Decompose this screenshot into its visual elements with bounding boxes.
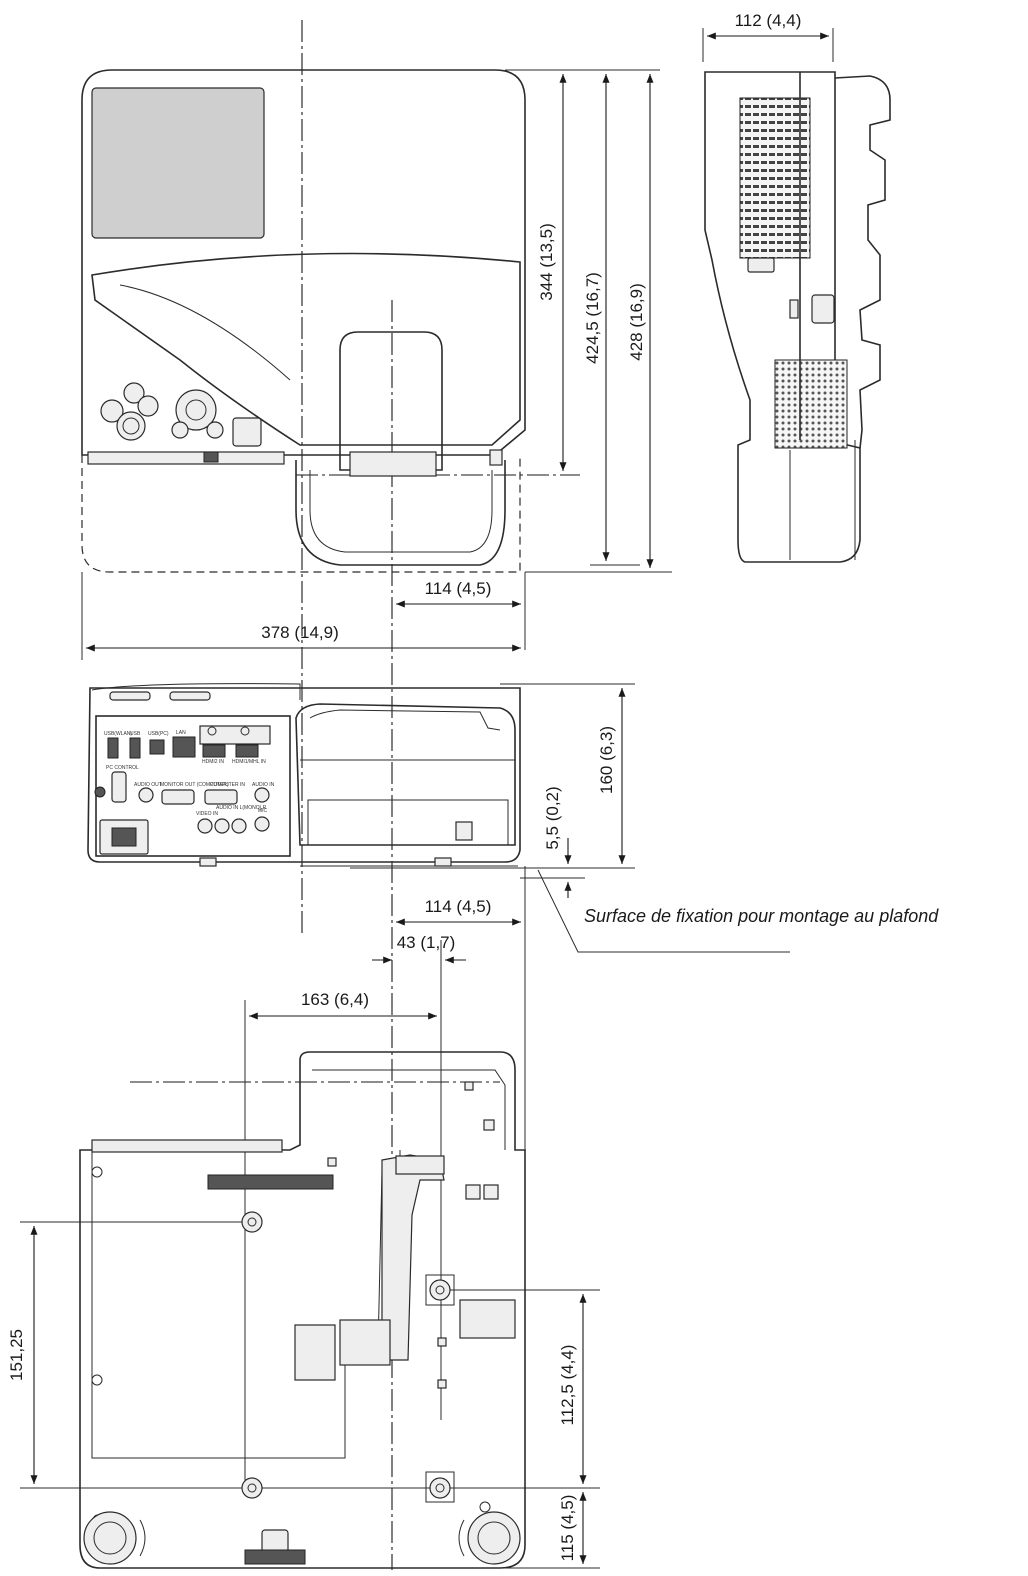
rear-view: USB(WLAN) USB USB(PC) LAN HDMI2 IN HDMI1…	[87, 683, 521, 867]
dim-163: 163 (6,4)	[301, 990, 369, 1009]
dim-160: 160 (6,3)	[597, 726, 616, 794]
dim-114-top: 114 (4,5)	[425, 579, 492, 598]
dim-5-5: 5,5 (0,2)	[543, 786, 562, 849]
label-computer-in: COMPUTER IN	[210, 782, 245, 788]
ceiling-mount-surface-label: Surface de fixation pour montage au plaf…	[584, 906, 939, 926]
dim-378: 378 (14,9)	[261, 623, 339, 642]
dim-151-25: 151,25	[7, 1329, 26, 1381]
bottom-view	[79, 1051, 526, 1569]
rear-view-dimensions: 160 (6,3) 5,5 (0,2) Surface de fixation …	[350, 683, 939, 953]
connector-panel: USB(WLAN) USB USB(PC) LAN HDMI2 IN HDMI1…	[94, 725, 275, 855]
label-lan: LAN	[176, 730, 186, 736]
label-video-in: VIDEO IN	[196, 811, 218, 817]
label-usb-wlan: USB(WLAN)	[104, 731, 132, 737]
label-hdmi2: HDMI2 IN	[202, 759, 224, 765]
dim-112: 112 (4,4)	[735, 11, 802, 30]
label-audio-out: AUDIO OUT	[134, 782, 162, 788]
top-view-dimensions: 344 (13,5) 424,5 (16,7) 428 (16,9) 114 (…	[81, 69, 672, 660]
label-usb: USB	[130, 731, 141, 737]
control-panel	[100, 382, 262, 447]
side-view: 112 (4,4)	[702, 11, 891, 563]
label-mic: MIC	[258, 808, 268, 814]
label-audio-in: AUDIO IN	[252, 782, 275, 788]
dim-424-5: 424,5 (16,7)	[583, 272, 602, 364]
bottom-view-dimensions: 114 (4,5) 43 (1,7) 163 (6,4) 151,25 112,…	[7, 866, 600, 1569]
label-audio-in-lr: AUDIO IN L(MONO) R	[216, 805, 267, 811]
label-usb-pc: USB(PC)	[148, 731, 169, 737]
dim-115: 115 (4,5)	[558, 1495, 577, 1562]
label-hdmi1: HDMI1/MHL IN	[232, 759, 266, 765]
top-view	[81, 69, 526, 573]
dim-43: 43 (1,7)	[397, 933, 456, 952]
dim-114-bottom: 114 (4,5)	[425, 897, 492, 916]
label-monitor-out: MONITOR OUT (COMPUTER)	[160, 782, 229, 788]
dim-428: 428 (16,9)	[627, 283, 646, 361]
label-pc-control: PC CONTROL	[106, 765, 139, 771]
dim-112-5: 112,5 (4,4)	[558, 1345, 577, 1426]
dim-344: 344 (13,5)	[537, 223, 556, 301]
